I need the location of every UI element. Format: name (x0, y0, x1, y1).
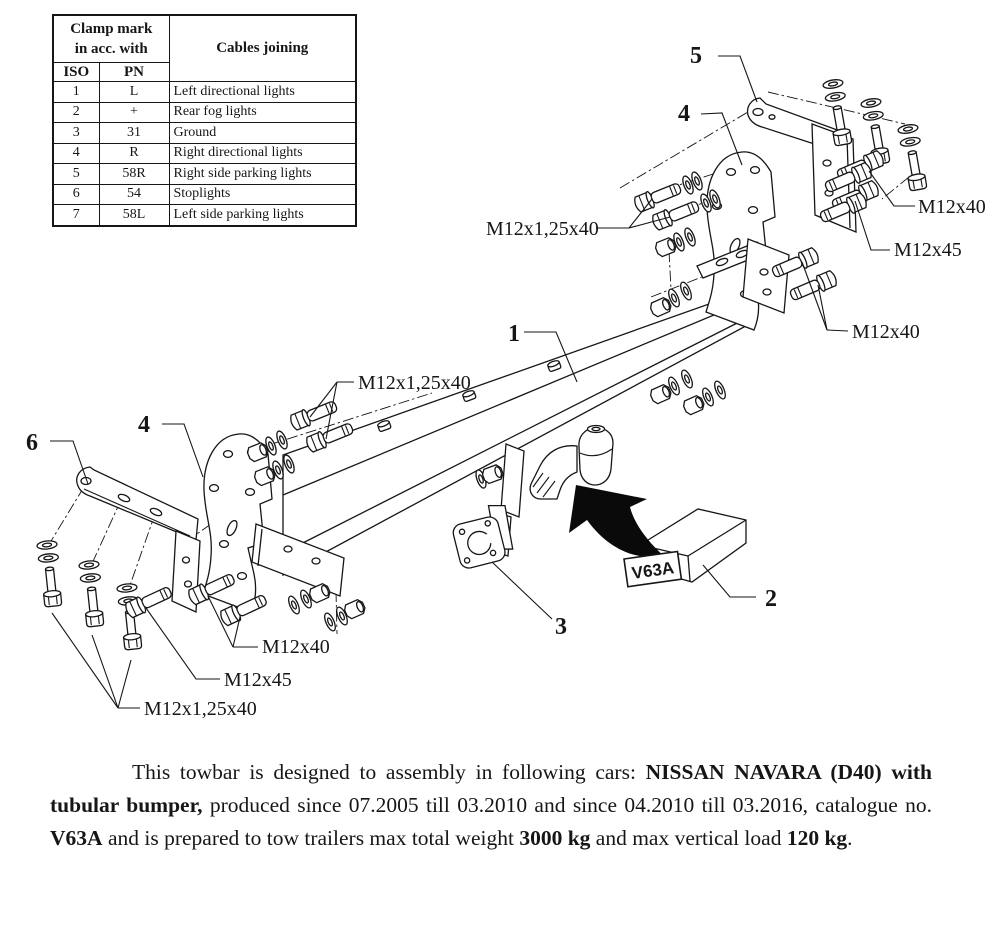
iso-cell: 7 (52, 204, 100, 226)
fastener-label-m12x40-bottom: M12x40 (262, 636, 330, 658)
bolt-stack (37, 540, 144, 650)
cables-cell: Right side parking lights (168, 163, 357, 185)
descr-weight-bold: 3000 kg (519, 826, 591, 850)
fastener-label-m12x125-mid-left: M12x1,25x40 (358, 372, 471, 394)
part-label-4-left: 4 (138, 412, 150, 438)
table-header-iso: ISO (52, 62, 100, 82)
pn-cell: 58L (98, 204, 170, 226)
towball (578, 424, 614, 486)
description-paragraph: This towbar is designed to assembly in f… (50, 756, 932, 855)
descr-segment: and is prepared to tow trailers max tota… (102, 826, 520, 850)
direction-arrow (569, 485, 664, 558)
descr-segment: produced since 07.2005 till 03.2010 and … (202, 793, 932, 817)
table-header-cables-joining: Cables joining (168, 14, 357, 82)
nut-washer-clusters-left (285, 581, 368, 633)
fastener-label-m12x125-top: M12x1,25x40 (486, 218, 599, 240)
descr-segment: and max vertical load (590, 826, 787, 850)
fastener-label-m12x40-top-right: M12x40 (918, 196, 986, 218)
catalogue-label-plate: V63A (623, 550, 683, 588)
right-beam-bracket (696, 238, 790, 314)
descr-segment: . (847, 826, 853, 850)
fastener-label-m12x45-top-right: M12x45 (894, 239, 962, 261)
descr-load-bold: 120 kg (786, 826, 848, 850)
cables-cell: Left directional lights (168, 81, 357, 103)
fastener-label-m12x40-mid-right: M12x40 (852, 321, 920, 343)
cables-cell: Ground (168, 122, 357, 144)
assembly-diagram: V63A (26, 43, 986, 720)
diagram-labels: 5 4 1 4 6 3 2 M12x40 M12x45 M12x1,25x40 … (26, 43, 986, 720)
table-header-clamp-mark: Clamp mark in acc. with (52, 14, 170, 63)
descr-catalogue-bold: V63A (50, 826, 103, 850)
leader-lines (50, 55, 915, 709)
clamp-mark-table: Clamp mark in acc. with Cables joining I… (52, 14, 357, 227)
part-label-3: 3 (555, 614, 567, 640)
part-label-5: 5 (690, 43, 702, 69)
descr-vehicle-bold: NISSAN NAVARA (D40) with tubular bumper, (50, 760, 932, 817)
part-label-1: 1 (508, 321, 520, 347)
towball-elbow (529, 445, 578, 500)
fastener-label-m12x125-bottom: M12x1,25x40 (144, 698, 257, 720)
descr-segment: This towbar is designed to assembly in f… (132, 760, 646, 784)
part-label-4-right: 4 (678, 101, 690, 127)
construction-lines (47, 91, 910, 635)
fastener-label-m12x45-bottom: M12x45 (224, 669, 292, 691)
part-label-2: 2 (765, 586, 777, 612)
cables-cell: Left side parking lights (168, 204, 357, 226)
beam-end-bracket-left (251, 523, 345, 597)
part-label-6: 6 (26, 430, 38, 456)
pn-cell: 58R (98, 163, 170, 185)
socket-plate-part3 (452, 504, 514, 569)
table-header-pn: PN (98, 62, 170, 82)
